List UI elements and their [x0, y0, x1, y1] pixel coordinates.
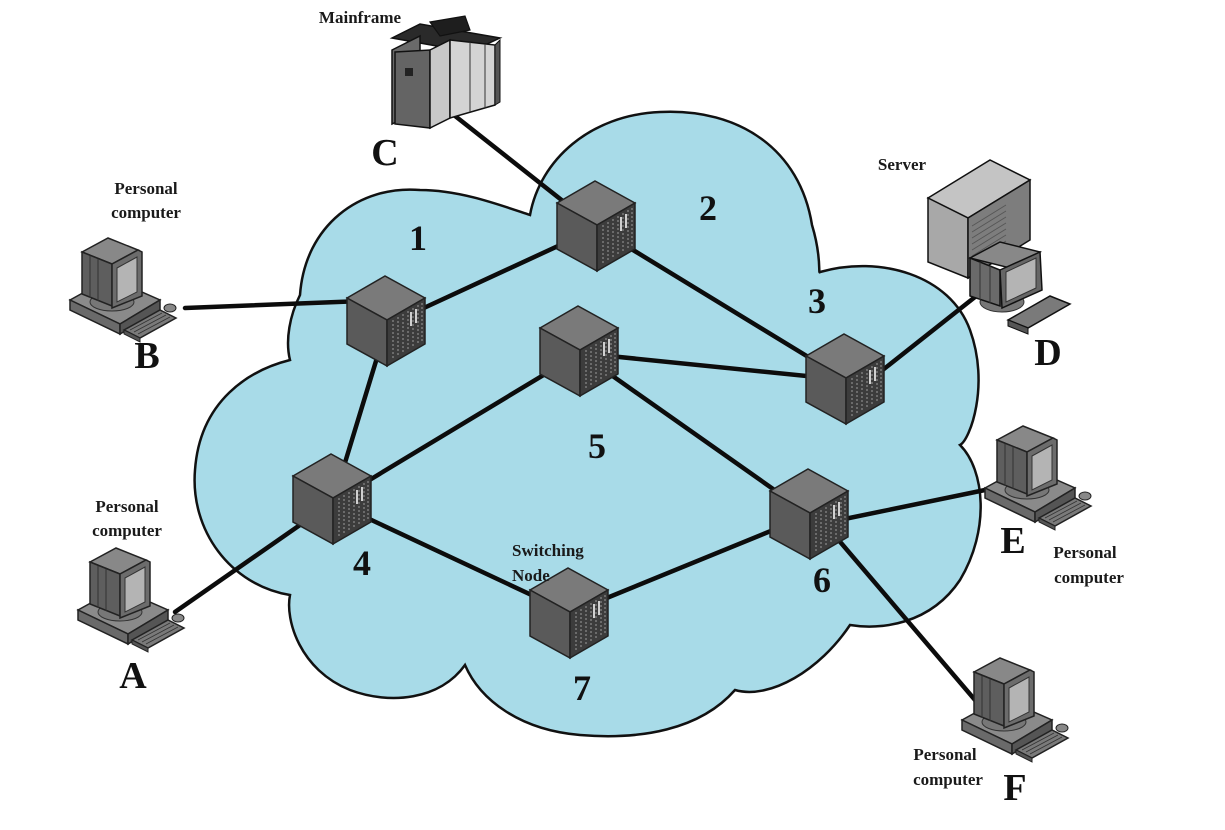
station-D-caption: Server	[878, 155, 927, 174]
mainframe-icon	[389, 15, 503, 130]
station-E-caption-line1: Personal	[1053, 543, 1117, 562]
personal-computer-icon	[961, 657, 1069, 763]
station-B-caption-line1: Personal	[114, 179, 178, 198]
node-label-5: 5	[588, 426, 606, 466]
personal-computer-icon	[77, 547, 185, 653]
network-cloud	[193, 110, 982, 738]
station-A-caption-line2: computer	[92, 521, 162, 540]
node-label-3: 3	[808, 281, 826, 321]
link-F-6	[827, 527, 978, 703]
station-E-caption-line2: computer	[1054, 568, 1124, 587]
personal-computer-icon	[69, 237, 177, 343]
station-D-server[interactable]: Server D	[878, 155, 1072, 374]
link-5-6	[577, 350, 813, 518]
link-E-6	[827, 487, 988, 525]
personal-computer-icon	[984, 425, 1092, 531]
server-icon	[926, 159, 1072, 335]
station-D-letter: D	[1034, 332, 1061, 374]
station-C-caption: Mainframe	[319, 8, 402, 27]
station-E-personal-computer[interactable]: E Personal computer	[984, 425, 1124, 587]
link-5-3	[577, 350, 849, 383]
station-C-mainframe[interactable]: Mainframe C	[319, 8, 503, 174]
node-label-1: 1	[409, 218, 427, 258]
station-B-caption-line2: computer	[111, 203, 181, 222]
switching-node-caption-line2: Node	[512, 566, 550, 585]
node-label-6: 6	[813, 560, 831, 600]
station-B-personal-computer[interactable]: Personal computer B	[69, 179, 181, 377]
link-2-3	[594, 225, 849, 383]
node-label-2: 2	[699, 188, 717, 228]
station-F-caption-line2: computer	[913, 770, 983, 789]
station-F-letter: F	[1003, 767, 1026, 809]
station-E-letter: E	[1000, 520, 1025, 562]
station-F-caption-line1: Personal	[913, 745, 977, 764]
node-label-4: 4	[353, 543, 371, 583]
link-4-5	[330, 350, 583, 505]
switching-node-caption-line1: Switching	[512, 541, 584, 560]
link-D-3	[867, 294, 978, 383]
station-A-personal-computer[interactable]: Personal computer A	[77, 497, 185, 697]
station-C-letter: C	[371, 132, 398, 174]
station-A-letter: A	[119, 655, 147, 697]
station-A-caption-line1: Personal	[95, 497, 159, 516]
station-B-letter: B	[134, 335, 159, 377]
station-F-personal-computer[interactable]: Personal computer F	[913, 657, 1069, 809]
node-label-7: 7	[573, 668, 591, 708]
